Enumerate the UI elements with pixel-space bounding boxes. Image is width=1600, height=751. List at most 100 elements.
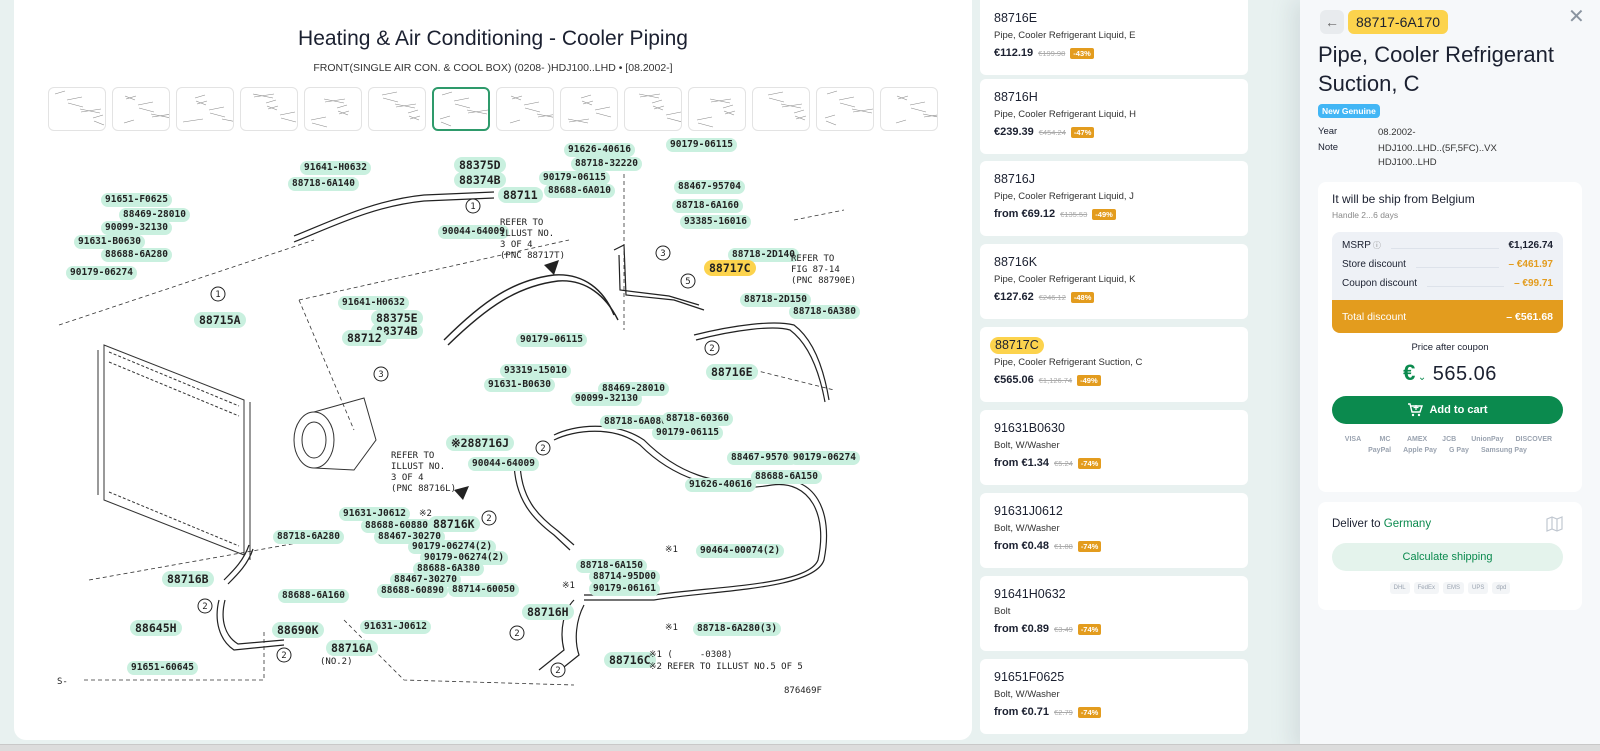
part-callout[interactable]: 88718-60360	[662, 412, 733, 426]
add-to-cart-button[interactable]: Add to cart	[1332, 396, 1563, 424]
part-callout[interactable]: 88688-60890	[377, 584, 448, 598]
part-callout[interactable]: 90464-00074(2)	[696, 544, 785, 558]
part-callout[interactable]: 90044-64009	[468, 457, 539, 471]
part-callout[interactable]: 90099-32130	[571, 392, 642, 406]
part-callout[interactable]: 88718-6A140	[288, 177, 359, 191]
part-callout[interactable]: 88717C	[704, 260, 756, 276]
part-callout[interactable]: 88718-32220	[571, 157, 642, 171]
part-callout[interactable]: ※288716J	[446, 435, 515, 451]
diagram-thumbnail[interactable]	[368, 87, 426, 131]
part-callout[interactable]: 88375D	[454, 157, 506, 173]
part-callout[interactable]: 91631-B0630	[74, 235, 145, 249]
diagram-thumbnail[interactable]	[176, 87, 234, 131]
part-callout[interactable]: 90179-06274	[789, 451, 860, 465]
calculate-shipping-button[interactable]: Calculate shipping	[1332, 543, 1563, 571]
part-callout[interactable]: 88688-60880	[361, 519, 432, 533]
part-callout[interactable]: 88718-6A080	[600, 415, 671, 429]
diagram-thumbnail[interactable]	[752, 87, 810, 131]
part-callout[interactable]: 88712	[342, 330, 387, 346]
diagram-thumbnail[interactable]	[880, 87, 938, 131]
diagram-thumbnail[interactable]	[432, 87, 490, 131]
part-callout[interactable]: 91641-H0632	[300, 161, 371, 175]
part-callout[interactable]: 88715A	[194, 312, 246, 328]
part-callout[interactable]: 88718-6A280(3)	[693, 622, 782, 636]
deliver-country[interactable]: Germany	[1383, 518, 1432, 530]
part-callout[interactable]: 88718-6A380	[789, 305, 860, 319]
bottom-scrollbar[interactable]	[0, 744, 1600, 751]
close-button[interactable]: ✕	[1568, 4, 1585, 29]
diagram-thumbnail[interactable]	[304, 87, 362, 131]
part-callout[interactable]: 93385-16016	[680, 215, 751, 229]
part-callout[interactable]: 93319-15010	[500, 364, 571, 378]
part-callout[interactable]: 91651-60645	[127, 661, 198, 675]
diagram-thumbnail[interactable]	[112, 87, 170, 131]
part-callout[interactable]: 88467-95704	[674, 180, 745, 194]
part-callout[interactable]: 88716E	[706, 364, 758, 380]
diagram-thumbnail[interactable]	[624, 87, 682, 131]
part-callout[interactable]: 91626-40616	[685, 478, 756, 492]
part-callout[interactable]: 90179-06274(2)	[420, 551, 509, 565]
help-icon[interactable]: ⓘ	[1372, 241, 1381, 250]
map-icon[interactable]	[1546, 516, 1564, 532]
part-callout[interactable]: 90179-06274	[66, 266, 137, 280]
part-callout[interactable]: 91631-J0612	[339, 507, 410, 521]
diagram-thumbnail[interactable]	[240, 87, 298, 131]
part-callout[interactable]: 90179-06161	[589, 582, 660, 596]
part-callout[interactable]: 88716B	[162, 571, 214, 587]
part-callout[interactable]: 88688-6A380	[413, 562, 484, 576]
part-callout[interactable]: 88718-6A150	[576, 559, 647, 573]
diagram-thumbnail[interactable]	[496, 87, 554, 131]
part-callout[interactable]: 88467-95704	[727, 451, 798, 465]
parts-diagram[interactable]: 1 1 3 5 3 2 2 2 2 2 2 2	[14, 140, 972, 700]
part-callout[interactable]: 88716A	[326, 640, 378, 656]
part-callout[interactable]: 90179-06115	[539, 171, 610, 185]
chevron-down-icon[interactable]: ⌄	[1417, 372, 1427, 383]
part-callout[interactable]: 88714-95D00	[589, 570, 660, 584]
part-callout[interactable]: 88714-60050	[448, 583, 519, 597]
part-callout[interactable]: 88716C	[604, 652, 656, 668]
part-callout[interactable]: 88688-6A160	[278, 589, 349, 603]
part-callout[interactable]: 88688-6A010	[544, 184, 615, 198]
part-callout[interactable]: 88716K	[428, 516, 480, 532]
part-callout[interactable]: 91631-J0612	[360, 620, 431, 634]
part-callout[interactable]: 88375E	[371, 310, 423, 326]
part-callout[interactable]: 88374B	[454, 172, 506, 188]
diagram-thumbnail[interactable]	[688, 87, 746, 131]
part-callout[interactable]: 90179-06115	[652, 426, 723, 440]
diagram-thumbnail[interactable]	[48, 87, 106, 131]
part-callout[interactable]: 88718-2D150	[740, 293, 811, 307]
part-callout[interactable]: 88690K	[272, 622, 324, 638]
part-callout[interactable]: 88688-6A280	[101, 248, 172, 262]
back-button[interactable]: ←	[1320, 10, 1344, 34]
part-callout[interactable]: 90099-32130	[101, 221, 172, 235]
part-callout[interactable]: 88467-30270	[390, 573, 461, 587]
currency-selector[interactable]: €	[1403, 360, 1416, 385]
diagram-thumbnail[interactable]	[560, 87, 618, 131]
part-callout[interactable]: 90179-06274(2)	[408, 540, 497, 554]
part-callout[interactable]: 91626-40616	[564, 143, 635, 157]
part-callout[interactable]: 88718-6A280	[273, 530, 344, 544]
part-callout[interactable]: 91641-H0632	[338, 296, 409, 310]
diagram-thumbnail[interactable]	[816, 87, 874, 131]
part-callout[interactable]: 90044-64009	[438, 225, 509, 239]
part-callout[interactable]: 88718-2D140	[728, 248, 799, 262]
part-callout[interactable]: 91631-B0630	[484, 378, 555, 392]
part-callout[interactable]: 88716H	[522, 604, 574, 620]
part-callout[interactable]: 88688-6A150	[751, 470, 822, 484]
part-callout[interactable]: 88711	[498, 187, 543, 203]
part-callout[interactable]: 91651-F0625	[101, 193, 172, 207]
part-callout[interactable]: 90179-06115	[516, 333, 587, 347]
part-callout[interactable]: 88718-6A160	[672, 199, 743, 213]
part-callout[interactable]: 90179-06115	[666, 138, 737, 152]
part-callout[interactable]: 88645H	[130, 620, 182, 636]
part-callout[interactable]: 88469-28010	[119, 208, 190, 222]
